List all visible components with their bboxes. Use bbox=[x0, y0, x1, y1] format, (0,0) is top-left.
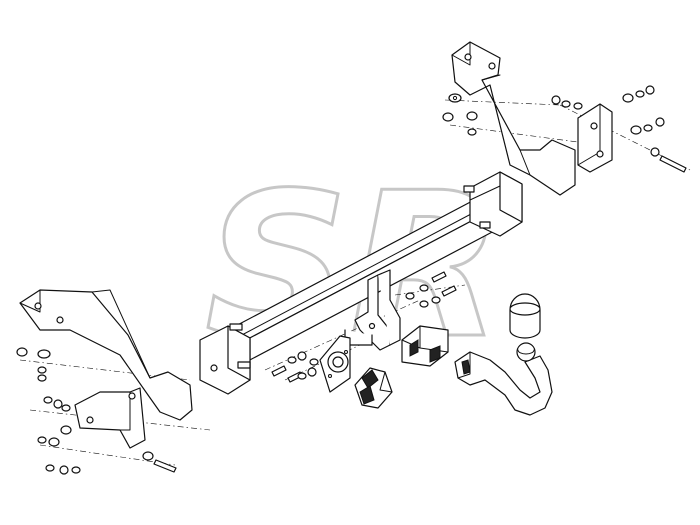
electrical-socket bbox=[354, 367, 393, 409]
fasteners-left bbox=[16, 347, 177, 475]
center-mount-bracket bbox=[344, 269, 401, 351]
right-end-plate bbox=[463, 171, 523, 237]
left-side-bracket bbox=[19, 289, 193, 449]
fasteners-center bbox=[271, 271, 457, 383]
tow-ball-holder bbox=[401, 325, 449, 367]
right-side-bracket bbox=[451, 41, 613, 196]
fasteners-right bbox=[442, 85, 687, 173]
tow-ball-neck bbox=[454, 342, 553, 416]
tow-ball-cap bbox=[509, 293, 541, 339]
left-end-plate bbox=[199, 323, 251, 395]
socket-mounting-plate bbox=[319, 335, 351, 393]
